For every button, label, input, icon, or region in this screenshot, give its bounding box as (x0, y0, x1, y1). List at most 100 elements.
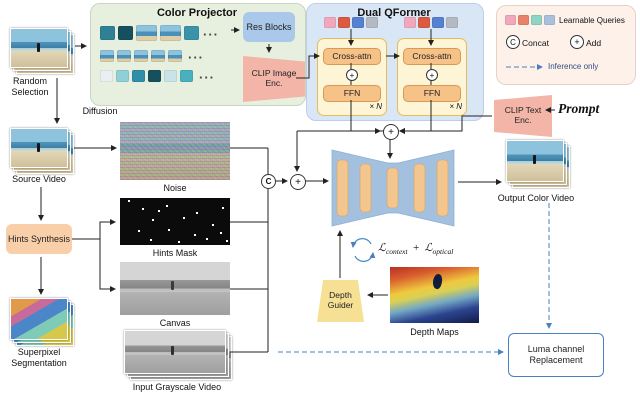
concat-icon: C (506, 35, 520, 49)
loss-symbol: ℒ (424, 242, 433, 254)
palette-swatch (116, 70, 129, 82)
res-blocks-box: Res Blocks (243, 12, 295, 42)
hints-mask-image (120, 198, 230, 245)
legend-query-swatch (544, 15, 555, 25)
surfer-figure (36, 142, 40, 152)
learnable-query-swatch (338, 17, 350, 28)
palette-swatch (118, 26, 133, 40)
random-selection-label: Random Selection (11, 76, 49, 98)
palette-swatch (184, 26, 199, 40)
arrow-to-hints-mask (99, 219, 116, 239)
learnable-query-swatch (404, 17, 416, 28)
unet-layer-bar (336, 159, 349, 217)
video-frame (10, 28, 68, 68)
reference-thumbnail (100, 50, 114, 62)
hints-synthesis-box: Hints Synthesis (6, 224, 72, 254)
unet-layer-bar (413, 163, 426, 213)
ffn-box-right: FFN (403, 85, 461, 102)
reference-thumbnail (160, 25, 181, 41)
legend-query-swatch (505, 15, 516, 25)
add-icon: + (290, 174, 306, 190)
grayscale-video-stack (124, 330, 232, 380)
unet-layer-bar (436, 159, 449, 217)
color-projector-title: Color Projector (156, 7, 238, 19)
video-frame (10, 128, 68, 168)
canvas-image (120, 262, 230, 315)
diffusion-label: Diffusion (82, 106, 118, 116)
learnable-query-swatch (432, 17, 444, 28)
learnable-query-swatch (418, 17, 430, 28)
palette-swatch (100, 70, 113, 82)
learnable-query-swatch (446, 17, 458, 28)
palette-swatch (100, 26, 115, 40)
superpixel-stack (10, 298, 74, 346)
legend-query-swatch (531, 15, 542, 25)
legend-concat-label: Concat (522, 38, 549, 48)
clip-image-encoder-box: CLIP Image Enc. (243, 56, 305, 102)
legend-add-label: Add (586, 38, 602, 48)
ellipsis: ··· (199, 70, 215, 85)
loss-subscript: context (385, 247, 408, 257)
depth-map-image (390, 267, 479, 323)
hints-mask-label: Hints Mask (152, 248, 198, 258)
skier-figure (431, 272, 444, 290)
surfer-figure (532, 155, 536, 165)
surfer-figure (171, 346, 174, 356)
legend-inference-only-label: Inference only (548, 62, 599, 71)
surfer-figure (170, 281, 174, 291)
noise-label: Noise (163, 183, 187, 193)
loss-label: ℒcontext + ℒoptical (378, 241, 490, 256)
depth-maps-label: Depth Maps (410, 327, 459, 337)
loss-symbol: ℒ (378, 242, 386, 254)
output-color-video-label: Output Color Video (497, 193, 575, 203)
learnable-query-swatch (366, 17, 378, 28)
add-icon: + (383, 124, 399, 140)
add-icon: + (426, 69, 438, 81)
source-video-stack (10, 128, 74, 174)
reference-thumbnail (117, 50, 131, 62)
reference-thumbnail (136, 25, 157, 41)
ellipsis: ··· (188, 50, 204, 65)
canvas-label: Canvas (159, 318, 191, 328)
cycle-loss-icon (350, 238, 376, 262)
reference-thumbnail (168, 50, 182, 62)
superpixel-segmentation-label: Superpixel Segmentation (11, 347, 67, 369)
unet-denoiser (331, 149, 455, 227)
video-frame (506, 140, 564, 182)
dual-qformer-title: Dual QFormer (357, 7, 431, 19)
arrow-to-canvas (99, 239, 116, 292)
unet-layer-bar (359, 163, 372, 213)
video-frame (10, 298, 68, 340)
cross-attn-box-right: Cross-attn (403, 48, 461, 65)
palette-swatch (180, 70, 193, 82)
hint-dots (128, 200, 130, 202)
reference-thumbnail (134, 50, 148, 62)
learnable-query-swatch (352, 17, 364, 28)
video-frame (124, 330, 226, 374)
ffn-box-left: FFN (323, 85, 381, 102)
legend-learnable-queries-label: Learnable Queries (559, 16, 625, 25)
palette-swatch (148, 70, 161, 82)
input-grayscale-video-label: Input Grayscale Video (132, 382, 222, 392)
clip-text-encoder-box: CLIP Text Enc. (494, 95, 552, 137)
depth-guider-box: Depth Guider (317, 280, 364, 322)
reference-thumbnail (151, 50, 165, 62)
ellipsis: ··· (203, 27, 219, 42)
luma-replacement-box: Luma channel Replacement (508, 333, 604, 377)
add-icon: + (346, 69, 358, 81)
concat-icon: C (261, 174, 276, 189)
cross-attn-box-left: Cross-attn (323, 48, 381, 65)
legend-query-swatch (518, 15, 529, 25)
times-n-label: × N (449, 102, 462, 111)
learnable-query-swatch (324, 17, 336, 28)
times-n-label: × N (369, 102, 382, 111)
surfer-figure (36, 42, 40, 52)
palette-swatch (132, 70, 145, 82)
loss-subscript: optical (432, 247, 454, 257)
plus-sign: + (412, 242, 420, 254)
unet-layer-bar (386, 167, 399, 209)
training-video-stack (10, 28, 74, 74)
noise-image (120, 122, 230, 180)
prompt-label: Prompt (558, 101, 600, 116)
